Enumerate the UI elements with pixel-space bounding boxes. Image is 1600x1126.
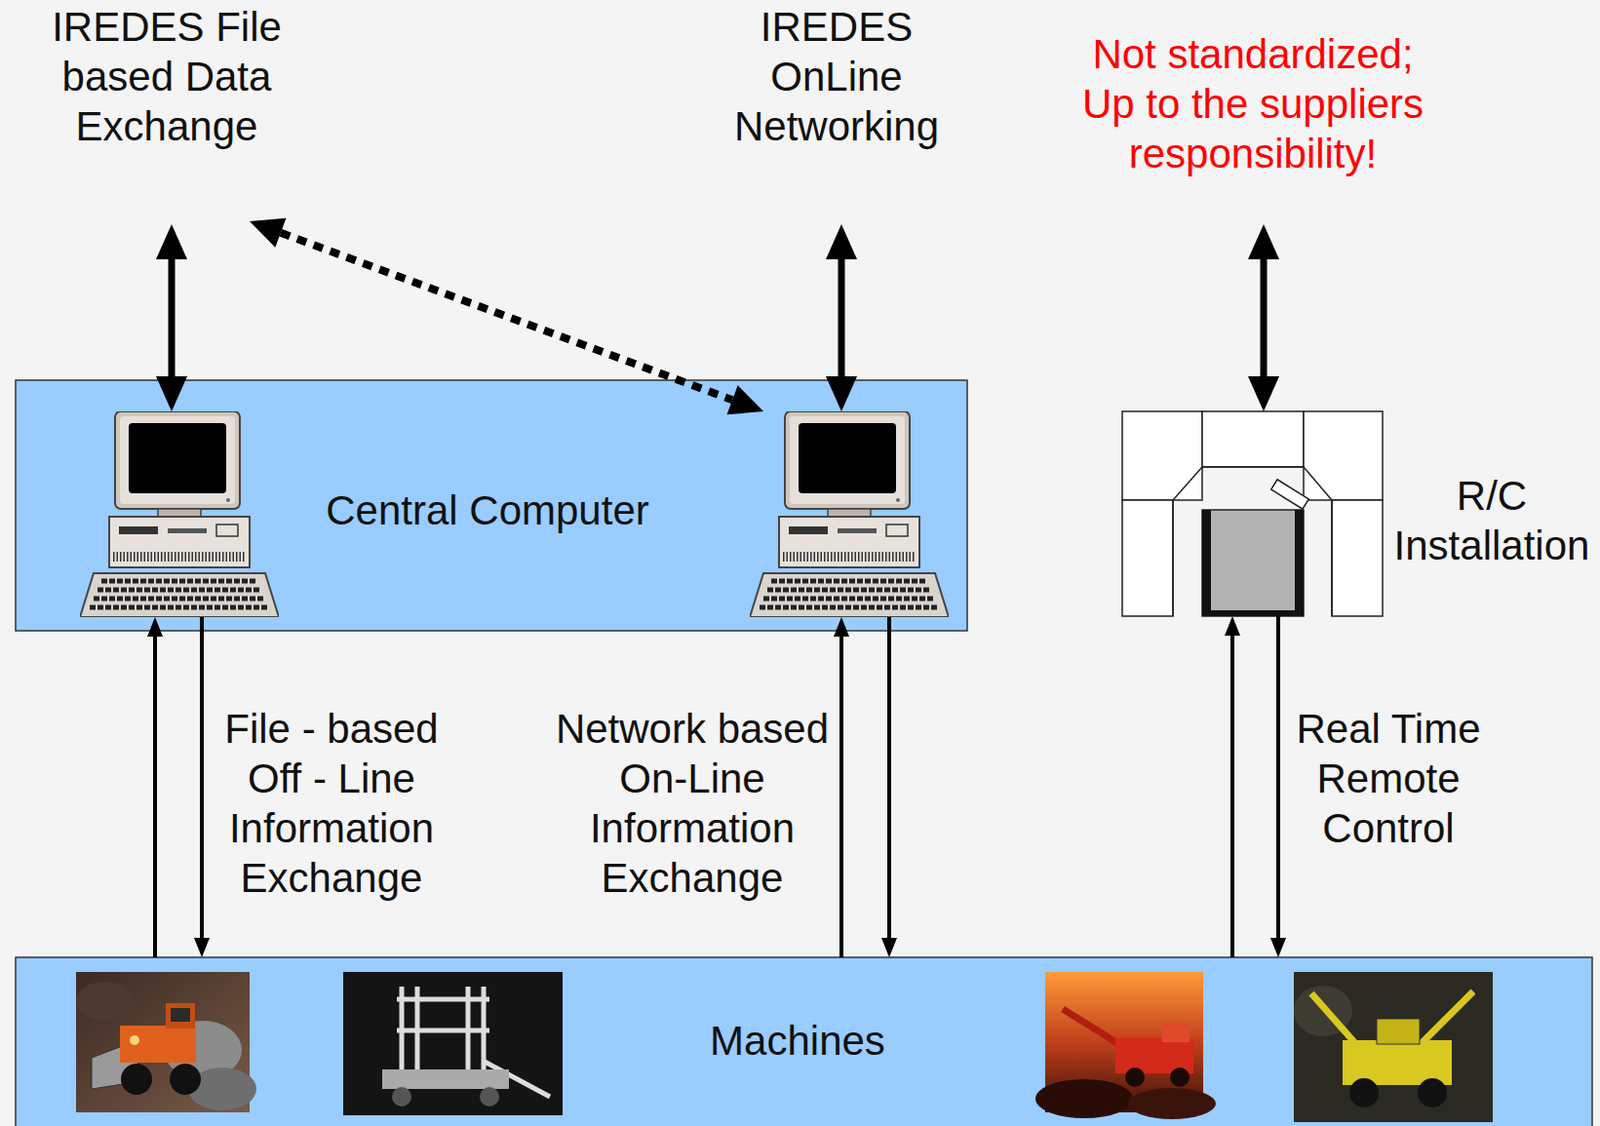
warning-note: Not standardized; Up to the suppliers re… bbox=[1067, 29, 1439, 179]
arrow-connector bbox=[147, 617, 163, 958]
label-anchor: File - based Off - Line Information Exch… bbox=[214, 703, 449, 903]
band-fill bbox=[15, 380, 968, 631]
connector-line bbox=[199, 617, 204, 938]
arrow-head bbox=[1248, 376, 1280, 412]
connector-line bbox=[168, 259, 176, 377]
control-station-icon bbox=[1122, 411, 1383, 617]
connector-line bbox=[280, 233, 733, 400]
label-anchor: Network based On-Line Information Exchan… bbox=[548, 703, 837, 903]
connector-line bbox=[839, 636, 844, 958]
arrow-connector bbox=[833, 617, 850, 958]
node-text: Machines bbox=[709, 1015, 886, 1066]
arrow-head bbox=[727, 385, 764, 415]
remote-control-installation: R/C Installation bbox=[1122, 411, 1594, 617]
arrow-connector bbox=[1270, 616, 1287, 958]
connector-line bbox=[1276, 616, 1281, 938]
arrow-head bbox=[249, 218, 286, 248]
loader-photo bbox=[76, 972, 257, 1113]
dotted-connector bbox=[249, 218, 764, 415]
arrow-connector bbox=[1224, 616, 1241, 958]
arrow-head bbox=[1224, 616, 1241, 636]
band-fill bbox=[15, 957, 1593, 1126]
connector-line bbox=[887, 617, 892, 938]
arrow-connector bbox=[156, 224, 188, 412]
arrow-connector bbox=[1248, 224, 1280, 412]
interface-label: IREDES File based Data Exchange bbox=[20, 1, 313, 152]
edge-label: File - based Off - Line Information Exch… bbox=[214, 703, 449, 903]
connector-line bbox=[1260, 259, 1268, 377]
connector-line bbox=[838, 259, 846, 377]
edge-label: Network based On-Line Information Exchan… bbox=[548, 703, 837, 903]
node-text: Not standardized; Up to the suppliers re… bbox=[1067, 29, 1439, 179]
arrow-head bbox=[1270, 937, 1287, 958]
jumbo-photo bbox=[1293, 972, 1493, 1123]
arrow-head bbox=[156, 224, 188, 260]
arrow-connector bbox=[881, 617, 898, 958]
node-text: IREDES File based Data Exchange bbox=[20, 1, 313, 152]
connector-line bbox=[1230, 635, 1235, 958]
arrow-head bbox=[147, 617, 163, 637]
arrow-head bbox=[833, 617, 850, 637]
arrow-head bbox=[881, 937, 898, 958]
computer-icon bbox=[79, 411, 279, 618]
interface-label: IREDES OnLine Networking bbox=[709, 1, 964, 152]
arrow-head bbox=[825, 224, 858, 260]
arrow-connector bbox=[194, 617, 210, 958]
arrow-head bbox=[156, 376, 188, 412]
arrow-head bbox=[825, 376, 858, 412]
arrow-head bbox=[194, 937, 210, 958]
label-anchor: Real Time Remote Control bbox=[1290, 703, 1486, 854]
drilling-photo bbox=[1035, 972, 1216, 1120]
computer-icon bbox=[749, 411, 949, 618]
node-text: R/C Installation bbox=[1387, 470, 1598, 571]
node-text: Central Computer bbox=[325, 485, 649, 536]
edge-label: Real Time Remote Control bbox=[1290, 703, 1486, 854]
computer-band: Central Computer bbox=[15, 380, 968, 631]
machines-band: Machines bbox=[15, 957, 1593, 1126]
connector-line bbox=[153, 636, 157, 958]
arrow-connector bbox=[825, 224, 858, 412]
drill-rig-photo bbox=[343, 972, 563, 1116]
node-text: IREDES OnLine Networking bbox=[709, 1, 964, 152]
arrow-head bbox=[1248, 224, 1280, 260]
